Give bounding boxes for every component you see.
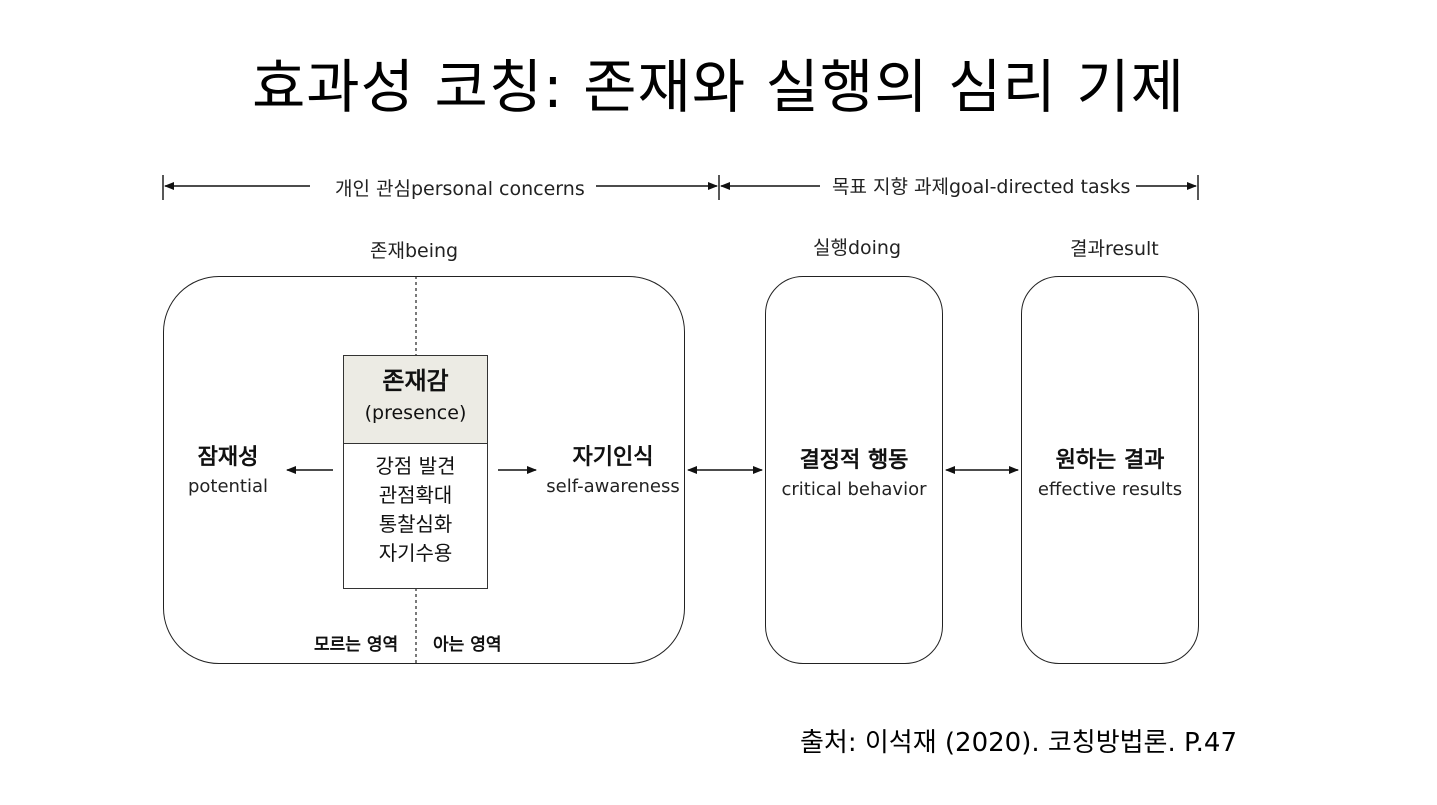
self-awareness-label-ko: 자기인식: [572, 445, 654, 470]
effective-results-label-en: effective results: [1037, 479, 1183, 500]
source-citation: 출처: 이석재 (2020). 코칭방법론. P.47: [800, 728, 1237, 758]
header-doing: 실행doing: [813, 237, 902, 259]
presence-title: 존재감: [382, 367, 449, 395]
presence-item: 자기수용: [378, 541, 453, 565]
effective-results-label-ko: 원하는 결과: [1055, 448, 1165, 473]
span-label-personal-concerns: 개인 관심personal concerns: [335, 178, 585, 200]
effective-results-node: 원하는 결과 effective results: [1021, 447, 1199, 500]
presence-item: 관점확대: [378, 483, 453, 507]
header-being: 존재being: [370, 240, 459, 262]
self-awareness-node: 자기인식 self-awareness: [540, 444, 686, 497]
presence-list: 강점 발견 관점확대 통찰심화 자기수용: [344, 444, 487, 568]
critical-behavior-node: 결정적 행동 critical behavior: [765, 447, 943, 500]
span-label-goal-directed-tasks: 목표 지향 과제goal-directed tasks: [832, 176, 1131, 198]
header-result: 결과result: [1070, 238, 1159, 260]
result-box: [1021, 276, 1199, 664]
being-box: [163, 276, 685, 664]
critical-behavior-label-en: critical behavior: [781, 479, 927, 500]
presence-header: 존재감 (presence): [344, 356, 487, 444]
zone-known: 아는 영역: [433, 635, 502, 655]
zone-unknown: 모르는 영역: [314, 635, 399, 655]
potential-node: 잠재성 potential: [180, 444, 276, 497]
potential-label-en: potential: [187, 476, 269, 497]
page-title: 효과성 코칭: 존재와 실행의 심리 기제: [251, 53, 1186, 121]
doing-box: [765, 276, 943, 664]
potential-label-ko: 잠재성: [197, 445, 259, 470]
presence-item: 통찰심화: [378, 512, 453, 536]
presence-item: 강점 발견: [375, 454, 456, 478]
self-awareness-label-en: self-awareness: [546, 476, 680, 497]
presence-subtitle: (presence): [364, 402, 467, 424]
presence-box: 존재감 (presence) 강점 발견 관점확대 통찰심화 자기수용: [343, 355, 488, 589]
critical-behavior-label-ko: 결정적 행동: [799, 448, 909, 473]
